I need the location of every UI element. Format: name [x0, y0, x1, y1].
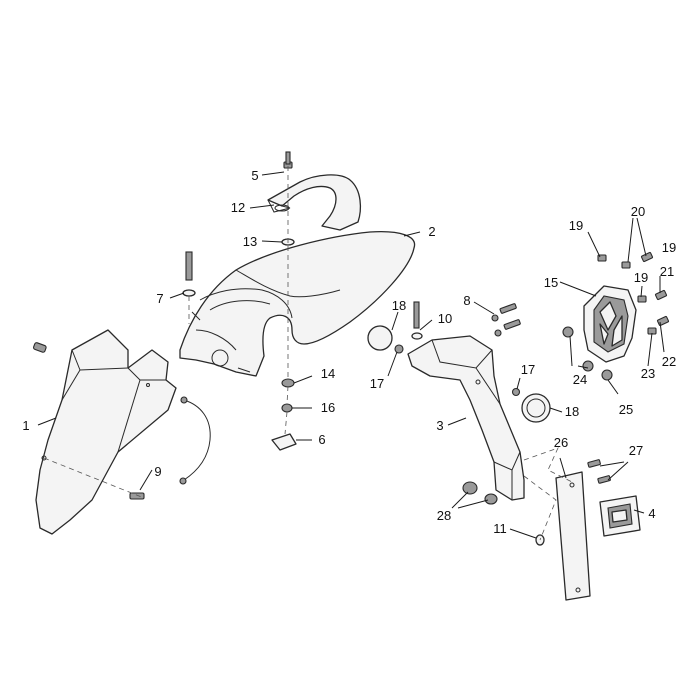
callout-labels: 1 2 3 4 5 6 7 8 9 10 11 12 13 14 15 16 1…: [22, 168, 676, 536]
callout-6: 6: [318, 432, 325, 447]
callout-25: 25: [619, 402, 633, 417]
callout-27: 27: [629, 443, 643, 458]
callout-2: 2: [428, 224, 435, 239]
callout-11: 11: [493, 521, 507, 536]
part-rear-fender: [179, 230, 416, 377]
callout-17-right: 17: [521, 362, 535, 377]
callout-3: 3: [436, 418, 443, 433]
callout-7: 7: [156, 291, 163, 306]
leader-lines: [37, 171, 665, 539]
part-nut-17-right: [511, 387, 521, 397]
part-plate-frame-15: [583, 285, 637, 363]
callout-22: 22: [662, 354, 676, 369]
part-nut-16: [281, 403, 293, 413]
callout-18-left: 18: [392, 298, 406, 313]
callout-19-top: 19: [569, 218, 583, 233]
callout-26: 26: [554, 435, 568, 450]
part-grab-handle: [267, 174, 362, 231]
callout-4: 4: [648, 506, 655, 521]
part-bolts-8: [491, 303, 521, 337]
callout-10: 10: [438, 311, 452, 326]
part-inner-splash-guard: [35, 329, 177, 535]
callout-12: 12: [231, 200, 245, 215]
callout-13: 13: [243, 234, 257, 249]
part-nut-25: [601, 369, 613, 381]
part-nut-17-left: [394, 344, 404, 354]
part-plate-bracket: [407, 335, 525, 501]
part-license-light-4: [599, 495, 641, 537]
part-screws-27: [587, 459, 611, 484]
cable: [179, 396, 211, 485]
part-screw-10: [411, 301, 423, 340]
part-washer-14: [281, 378, 295, 388]
callout-1: 1: [22, 418, 29, 433]
callout-16: 16: [321, 400, 335, 415]
small-screw: [33, 342, 47, 353]
callout-23: 23: [641, 366, 655, 381]
callout-21: 21: [660, 264, 674, 279]
part-screw-9: [129, 492, 145, 500]
callout-5: 5: [251, 168, 258, 183]
part-reflector-18-right: [521, 393, 551, 423]
callout-19-right: 19: [662, 240, 676, 255]
callout-9: 9: [154, 464, 161, 479]
part-bolt-5: [283, 151, 293, 169]
callout-14: 14: [321, 366, 335, 381]
part-nuts-24: [562, 326, 594, 372]
callout-20: 20: [631, 204, 645, 219]
callout-28: 28: [437, 508, 451, 523]
part-nuts-28: [462, 481, 498, 505]
part-plate-26: [555, 471, 591, 601]
part-clip-6: [271, 433, 297, 451]
callout-8: 8: [463, 293, 470, 308]
part-reflector-18-left: [367, 325, 393, 351]
callout-15: 15: [544, 275, 558, 290]
callout-19-mid: 19: [634, 270, 648, 285]
callout-17-left: 17: [370, 376, 384, 391]
part-screws-19-23: [597, 251, 670, 335]
part-screw-7: [182, 251, 196, 297]
callout-24: 24: [573, 372, 587, 387]
callout-18-right: 18: [565, 404, 579, 419]
